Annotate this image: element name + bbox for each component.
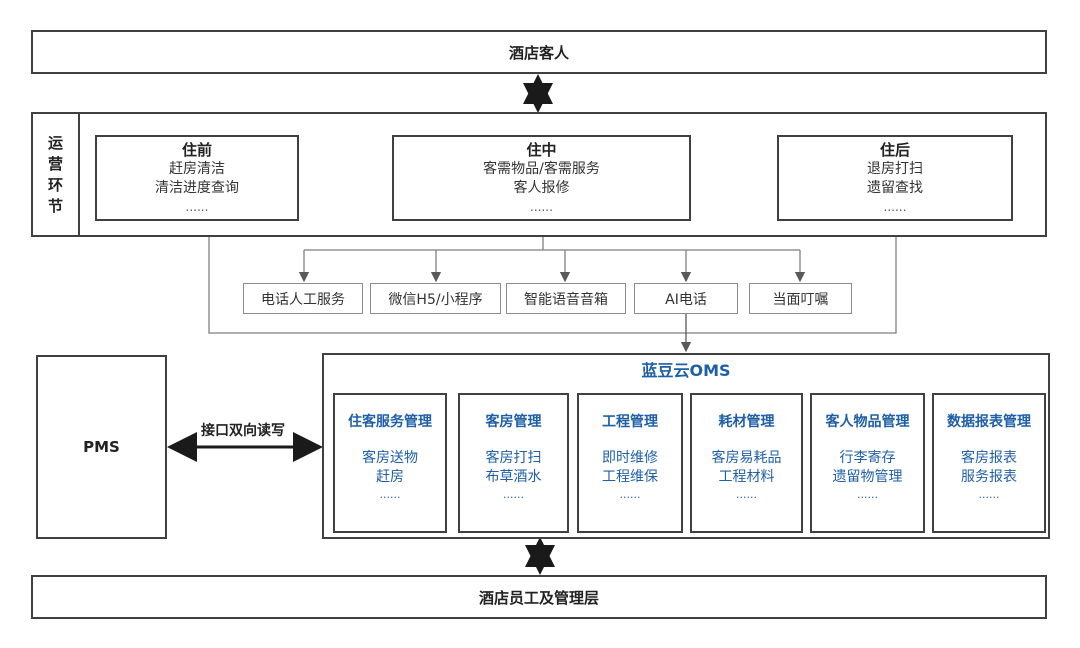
module-line: 客房报表 [961, 450, 1017, 466]
hotel-staff-label: 酒店员工及管理层 [478, 588, 599, 607]
module-title: 工程管理 [602, 414, 658, 430]
module-more: ...... [379, 488, 401, 501]
stage-after-stay: 住后 退房打扫 遗留查找 ...... [777, 135, 1013, 221]
channel-smart-speaker: 智能语音音箱 [506, 283, 626, 314]
channel-label: 电话人工服务 [261, 291, 345, 308]
interface-label: 接口双向读写 [201, 423, 285, 439]
side-char-3: 环 [47, 175, 63, 194]
module-more: ...... [619, 488, 641, 501]
module-line: 即时维修 [602, 450, 658, 466]
channel-label: AI电话 [665, 291, 707, 308]
module-line: 布草酒水 [485, 469, 542, 485]
hotel-guests-box: 酒店客人 [31, 30, 1047, 74]
module-line: 赶房 [376, 469, 404, 485]
module-title: 数据报表管理 [947, 414, 1031, 430]
module-title: 住客服务管理 [348, 414, 432, 430]
module-title: 耗材管理 [718, 414, 775, 430]
pms-box: PMS [36, 355, 167, 539]
stage-line: 赶房清洁 [169, 161, 225, 177]
right-stage-loop [686, 221, 897, 334]
side-char-4: 节 [47, 196, 63, 215]
stage-more: ...... [530, 200, 553, 214]
oms-module-reports: 数据报表管理 客房报表 服务报表 ...... [932, 393, 1046, 533]
oms-module-consumables: 耗材管理 客房易耗品 工程材料 ...... [690, 393, 803, 533]
channel-label: 智能语音音箱 [524, 291, 608, 308]
channel-ai-phone: AI电话 [634, 283, 738, 314]
channel-in-person: 当面叮嘱 [749, 283, 852, 314]
stage-more: ...... [883, 200, 907, 214]
module-line: 客房易耗品 [711, 450, 782, 466]
stage-more: ...... [185, 200, 209, 214]
module-more: ...... [978, 488, 1000, 501]
module-title: 客房管理 [485, 414, 542, 430]
operations-side-label: 运 营 环 节 [31, 112, 80, 237]
stage-line: 清洁进度查询 [155, 180, 239, 196]
stage-title: 住后 [879, 141, 910, 159]
side-char-2: 营 [47, 154, 63, 173]
stage-title: 住前 [181, 141, 212, 159]
module-line: 工程维保 [602, 469, 658, 485]
side-char-1: 运 [47, 133, 63, 152]
left-stage-loop [208, 221, 686, 334]
stage-line: 退房打扫 [867, 161, 923, 177]
module-line: 客房送物 [362, 450, 418, 466]
stage-line: 遗留查找 [867, 180, 923, 196]
oms-module-engineering: 工程管理 即时维修 工程维保 ...... [577, 393, 683, 533]
module-line: 遗留物管理 [832, 469, 903, 485]
module-line: 服务报表 [961, 469, 1017, 485]
module-more: ...... [857, 488, 878, 501]
stage-during-stay: 住中 客需物品/客需服务 客人报修 ...... [392, 135, 691, 221]
module-more: ...... [503, 488, 524, 501]
module-title: 客人物品管理 [825, 414, 910, 430]
channel-wechat: 微信H5/小程序 [370, 283, 501, 314]
stage-line: 客需物品/客需服务 [483, 161, 600, 177]
oms-module-guest-service: 住客服务管理 客房送物 赶房 ...... [333, 393, 447, 533]
module-line: 客房打扫 [485, 450, 542, 466]
channel-phone-service: 电话人工服务 [243, 283, 363, 314]
module-line: 工程材料 [718, 469, 775, 485]
pms-label: PMS [83, 438, 120, 456]
channel-label: 当面叮嘱 [772, 291, 829, 308]
stage-title: 住中 [526, 141, 557, 159]
oms-module-room: 客房管理 客房打扫 布草酒水 ...... [458, 393, 569, 533]
oms-title: 蓝豆云OMS [641, 361, 731, 380]
stage-line: 客人报修 [513, 180, 570, 196]
hotel-guests-label: 酒店客人 [508, 43, 569, 62]
channel-label: 微信H5/小程序 [388, 291, 483, 308]
oms-module-guest-items: 客人物品管理 行李寄存 遗留物管理 ...... [810, 393, 925, 533]
module-more: ...... [736, 488, 757, 501]
hotel-staff-box: 酒店员工及管理层 [31, 575, 1047, 619]
module-line: 行李寄存 [839, 450, 896, 466]
stage-before-stay: 住前 赶房清洁 清洁进度查询 ...... [95, 135, 299, 221]
